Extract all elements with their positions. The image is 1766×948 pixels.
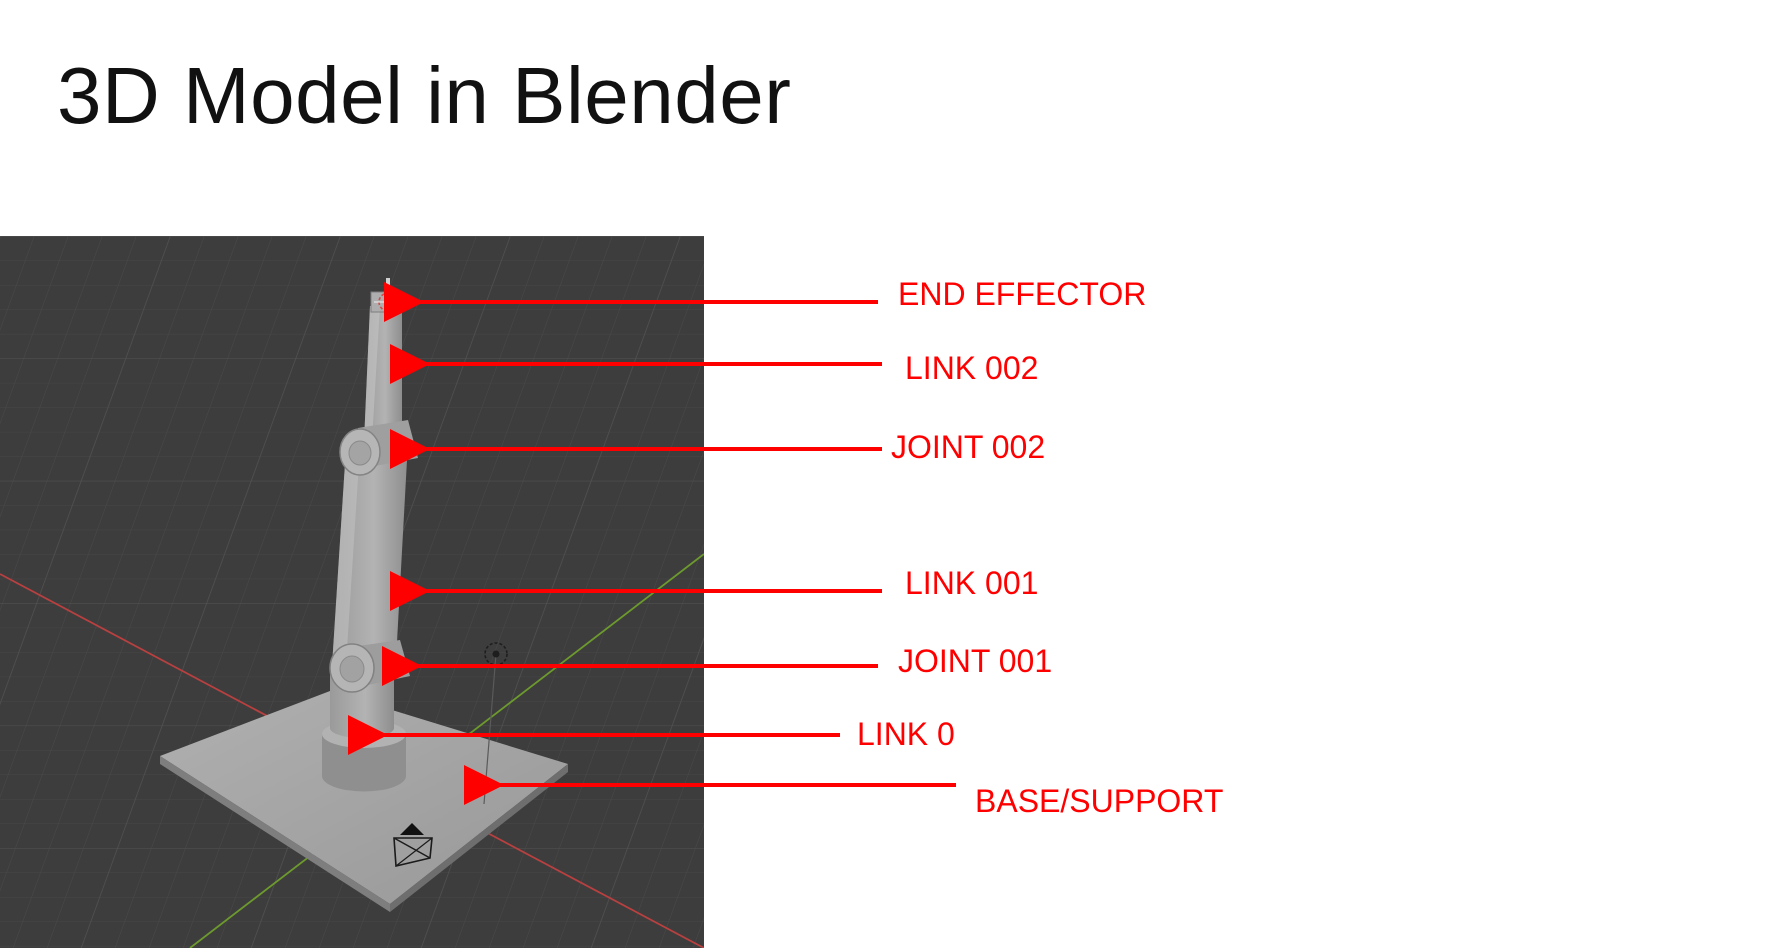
slide-title: 3D Model in Blender (57, 51, 792, 140)
link-002[interactable] (364, 302, 402, 442)
label-joint-001: JOINT 001 (898, 643, 1053, 679)
label-link-0: LINK 0 (857, 716, 955, 752)
blender-viewport[interactable] (0, 236, 704, 948)
label-link-001: LINK 001 (905, 565, 1039, 601)
base-plate (160, 691, 568, 912)
label-base-support: BASE/SUPPORT (975, 783, 1224, 819)
camera-icon[interactable] (393, 823, 433, 867)
link-001[interactable] (332, 442, 408, 666)
label-joint-002: JOINT 002 (891, 429, 1046, 465)
label-end-effector: END EFFECTOR (898, 276, 1147, 312)
viewport-scene (0, 236, 704, 948)
label-link-002: LINK 002 (905, 350, 1039, 386)
